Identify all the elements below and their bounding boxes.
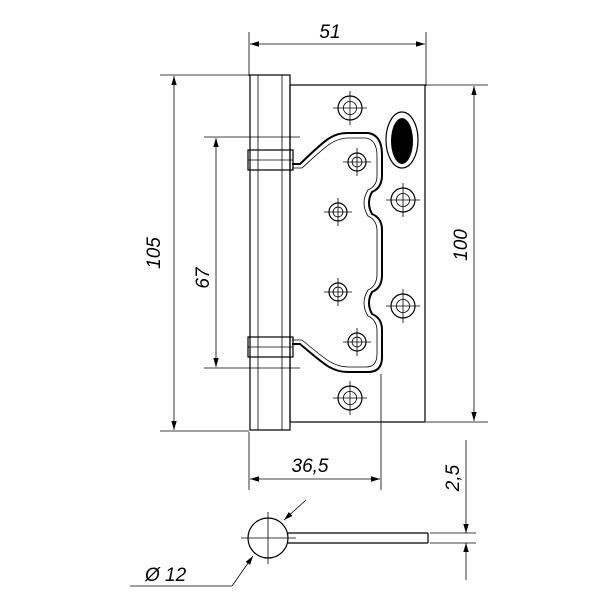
- screw-hole: [386, 289, 420, 323]
- oval-hole: [385, 111, 419, 169]
- dimension-67: 67: [193, 136, 300, 369]
- pin-section: [241, 512, 429, 564]
- dimension-51: 51: [248, 22, 427, 86]
- screw-holes: [324, 91, 420, 415]
- screw-hole: [343, 328, 371, 356]
- screw-hole: [343, 148, 371, 176]
- dimension-100: 100: [426, 84, 488, 423]
- label-100: 100: [451, 229, 472, 261]
- dimension-diameter-12: Ø 12: [130, 499, 307, 587]
- knuckle-barrel: [247, 74, 294, 431]
- screw-hole: [333, 91, 367, 125]
- dimension-105: 105: [144, 74, 249, 432]
- dimension-36-5: 36,5: [248, 374, 382, 490]
- label-36-5: 36,5: [292, 456, 329, 477]
- screw-hole: [324, 198, 352, 226]
- label-diameter-12: Ø 12: [144, 565, 187, 586]
- label-51: 51: [319, 22, 340, 43]
- dimension-2-5: 2,5: [430, 440, 476, 580]
- screw-hole: [324, 278, 352, 306]
- label-2-5: 2,5: [443, 464, 464, 492]
- inner-leaf: [292, 132, 383, 373]
- screw-hole: [333, 381, 367, 415]
- label-105: 105: [144, 237, 165, 269]
- screw-hole: [386, 183, 420, 217]
- label-67: 67: [193, 266, 214, 289]
